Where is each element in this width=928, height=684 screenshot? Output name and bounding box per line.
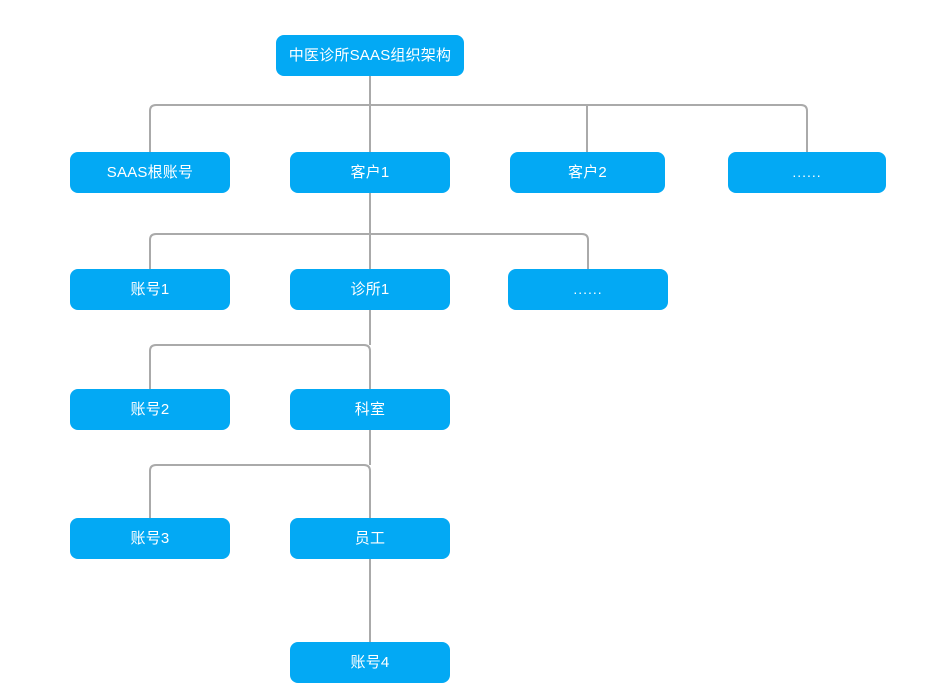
node-account-2[interactable]: 账号2 — [70, 389, 230, 430]
node-clinic-1[interactable]: 诊所1 — [290, 269, 450, 310]
node-label-clinic-1: 诊所1 — [350, 280, 390, 298]
node-label-department: 科室 — [354, 400, 386, 418]
node-customer-2[interactable]: 客户2 — [510, 152, 665, 193]
node-label-account-4: 账号4 — [350, 653, 390, 671]
node-customer-1[interactable]: 客户1 — [290, 152, 450, 193]
bus-clinic1-children — [149, 344, 371, 352]
node-label-root: 中医诊所SAAS组织架构 — [288, 46, 452, 64]
node-account-4[interactable]: 账号4 — [290, 642, 450, 683]
node-clinic-more[interactable]: ...... — [508, 269, 668, 310]
node-root[interactable]: 中医诊所SAAS组织架构 — [276, 35, 464, 76]
node-saas-root-account[interactable]: SAAS根账号 — [70, 152, 230, 193]
node-label-account-2: 账号2 — [130, 400, 170, 418]
bus-root-children — [149, 104, 808, 112]
node-staff[interactable]: 员工 — [290, 518, 450, 559]
node-account-3[interactable]: 账号3 — [70, 518, 230, 559]
bus-department-children — [149, 464, 371, 472]
node-label-saas-root-account: SAAS根账号 — [106, 163, 194, 181]
bus-customer1-children — [149, 233, 589, 241]
node-label-account-1: 账号1 — [130, 280, 170, 298]
node-department[interactable]: 科室 — [290, 389, 450, 430]
node-label-customer-more: ...... — [792, 164, 822, 181]
node-label-clinic-more: ...... — [573, 281, 603, 298]
node-account-1[interactable]: 账号1 — [70, 269, 230, 310]
node-label-customer-1: 客户1 — [350, 163, 390, 181]
node-label-staff: 员工 — [354, 529, 386, 547]
node-label-account-3: 账号3 — [130, 529, 170, 547]
node-label-customer-2: 客户2 — [568, 163, 607, 181]
node-customer-more[interactable]: ...... — [728, 152, 886, 193]
